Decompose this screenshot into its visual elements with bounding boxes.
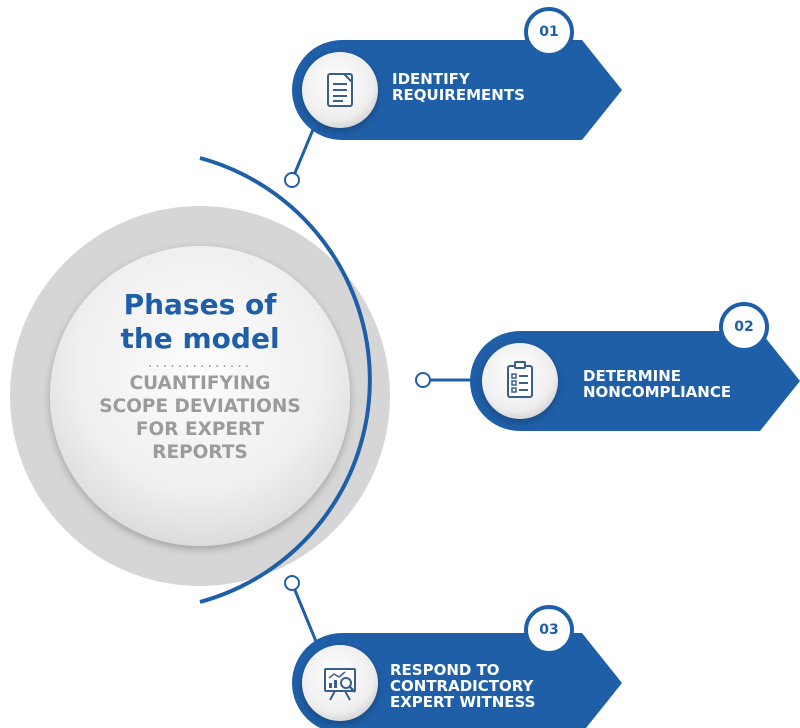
step-01-label-line-1: IDENTIFY [392, 70, 470, 88]
step-03-label-line-2: CONTRADICTORY [390, 677, 534, 695]
step-03-banner [292, 633, 622, 728]
arc-node-02 [415, 372, 431, 388]
step-01-banner [292, 40, 622, 140]
center-subtitle-line-3: FOR EXPERT [135, 419, 265, 440]
center-title-line-2: the model [120, 322, 280, 355]
step-03-label-line-3: EXPERT WITNESS [390, 693, 536, 711]
step-02 [470, 302, 800, 431]
center-title: Phases of the model [55, 288, 345, 356]
center-title-line-1: Phases of [123, 288, 277, 321]
step-02-label: DETERMINE NONCOMPLIANCE [583, 368, 731, 400]
step-02-banner [470, 331, 800, 431]
step-03 [292, 605, 622, 728]
inner-circle [50, 246, 350, 546]
step-02-number: 02 [734, 319, 754, 335]
connector-arc [199, 156, 372, 604]
arc-node-03 [284, 575, 300, 591]
step-02-badge [719, 302, 769, 352]
arc-node-01 [284, 172, 300, 188]
center-subtitle-line-1: CUANTIFYING [129, 373, 271, 394]
center-subtitle-line-4: REPORTS [152, 442, 248, 463]
document-icon [327, 73, 353, 107]
step-03-number: 03 [539, 622, 559, 638]
center-text: Phases of the model .............. CUANT… [55, 288, 345, 464]
center-subtitle: CUANTIFYING SCOPE DEVIATIONS FOR EXPERT … [55, 372, 345, 464]
center-subtitle-line-2: SCOPE DEVIATIONS [99, 396, 301, 417]
step-01-label: IDENTIFY REQUIREMENTS [392, 71, 525, 103]
step-01-number: 01 [539, 24, 559, 40]
step-02-label-line-1: DETERMINE [583, 367, 682, 385]
step-01-label-line-2: REQUIREMENTS [392, 86, 525, 104]
dotted-divider: .............. [147, 355, 253, 371]
step-01-badge [524, 7, 574, 57]
step-03-badge [524, 605, 574, 655]
checklist-clipboard-icon [507, 361, 533, 398]
step-01 [292, 7, 622, 140]
chart-presentation-icon [324, 668, 356, 701]
step-03-label: RESPOND TO CONTRADICTORY EXPERT WITNESS [390, 662, 535, 710]
step-03-label-line-1: RESPOND TO [390, 661, 500, 679]
step-02-label-line-2: NONCOMPLIANCE [583, 383, 732, 401]
